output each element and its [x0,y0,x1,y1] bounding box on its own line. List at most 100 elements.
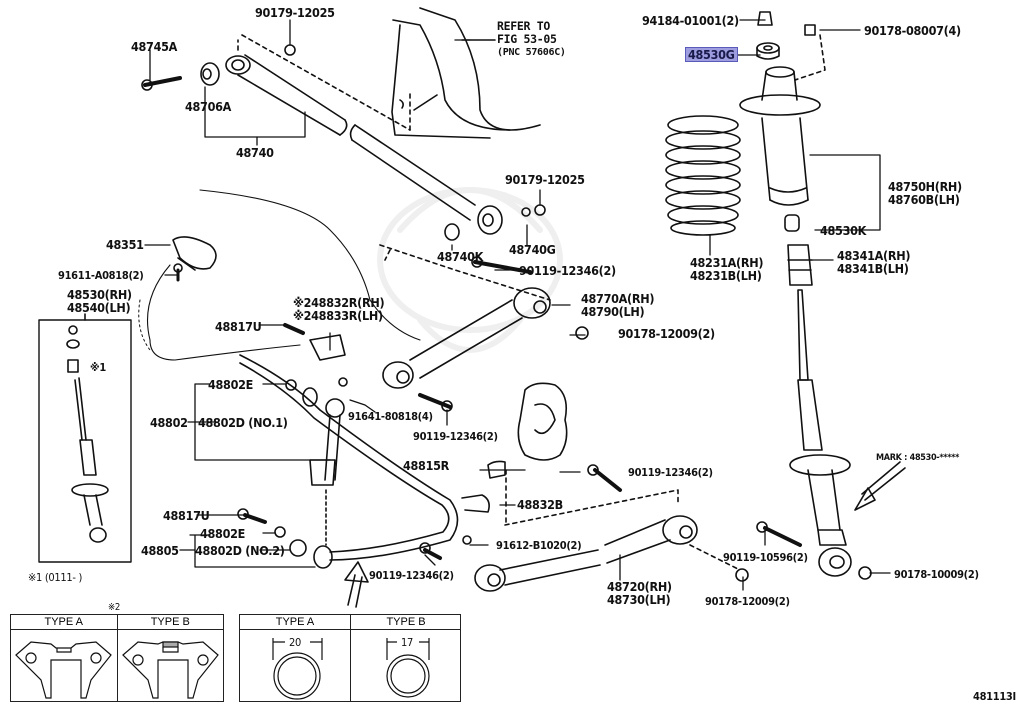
part-label-48833R: 48833R(LH) [311,308,383,323]
fender-bracket [391,7,541,139]
bracket-type-b: TYPE B [117,615,223,701]
bushing-type-a: TYPE A 20 [240,615,351,701]
reference-note[interactable]: REFER TO FIG 53-05 (PNC 57606C) [497,20,566,59]
part-label-48341A-48341B[interactable]: 48341A(RH) 48341B(LH) [837,249,910,275]
part-label-48760B: 48760B(LH) [888,192,960,207]
part-label-48231B: 48231B(LH) [690,268,762,283]
bushing-type-b-header: TYPE B [351,615,461,630]
lower-arm-48770A [379,244,589,412]
part-label-90178-10009[interactable]: 90178-10009(2) [894,568,979,581]
part-label-48817U-a[interactable]: 48817U [215,319,262,334]
part-label-48802D-no1: 48802D [198,415,245,430]
coil-spring [665,115,741,236]
part-label-90179-12025-a[interactable]: 90179-12025 [255,5,335,20]
bracket-48351 [172,236,217,282]
reference-note-line1: REFER TO [497,19,550,33]
part-label-48730: 48730(LH) [607,592,671,607]
part-label-48802D-no2-note: (NO.2) [245,543,285,558]
part-label-48802D-no2: 48802D [195,543,242,558]
part-label-48832R: 48832R(RH) [311,295,385,310]
body-outline [147,189,421,361]
reference-note-line3: (PNC 57606C) [497,47,566,58]
part-label-48802E-b[interactable]: 48802E [200,526,246,541]
part-label-90179-12025-b[interactable]: 90179-12025 [505,172,585,187]
leader-lines [144,19,891,591]
bracket-type-a-header: TYPE A [11,615,117,630]
part-label-48720-48730[interactable]: 48720(RH) 48730(LH) [607,580,672,606]
part-label-48231A-48231B[interactable]: 48231A(RH) 48231B(LH) [690,256,763,282]
part-label-90119-10596[interactable]: 90119-10596(2) [723,551,808,564]
part-label-91611-A0818[interactable]: 91611-A0818(2) [58,269,144,282]
watermark-logo [377,187,563,353]
bushing-type-b-dimension: 17 [401,636,413,649]
bushing-type-b-drawing [386,638,430,698]
part-label-48351[interactable]: 48351 [106,237,144,252]
part-label-48720: 48720(RH) [607,579,672,594]
part-label-48832B[interactable]: 48832B [517,497,563,512]
bracket-type-b-drawing [121,641,219,699]
part-label-91612-B1020[interactable]: 91612-B1020(2) [496,539,582,552]
part-label-90178-08007[interactable]: 90178-08007(4) [864,23,961,38]
part-label-48530K[interactable]: 48530K [820,223,867,238]
part-label-48530: 48530(RH) [67,287,132,302]
bushing-type-a-header: TYPE A [240,615,350,630]
mark-note: MARK : 48530-***** [876,453,960,463]
part-label-94184-01001[interactable]: 94184-01001(2) [642,13,739,28]
part-label-90119-12346-a[interactable]: 90119-12346(2) [519,263,616,278]
part-label-48815R[interactable]: 48815R [403,458,449,473]
part-label-90119-12346-d[interactable]: 90119-12346(2) [369,569,454,582]
mark-arrow [854,461,906,511]
bracket-type-b-header: TYPE B [117,615,223,630]
part-label-48341B: 48341B(LH) [837,261,909,276]
part-label-48750H: 48750H(RH) [888,179,962,194]
bushing-type-table: TYPE A 20 TYPE B 17 [239,614,461,702]
part-label-48802E-a[interactable]: 48802E [208,377,254,392]
part-label-48530-48540[interactable]: 48530(RH) 48540(LH) [67,288,132,314]
part-label-48802D-a[interactable]: 48802D (NO.1) [198,416,288,429]
part-label-48706A[interactable]: 48706A [185,99,232,114]
body-curve-dashed [138,299,151,351]
bracket-type-table: TYPE A TYPE B [10,614,224,702]
part-label-48802D-no1-note: (NO.1) [248,415,288,430]
bracket-type-a-drawing [15,641,112,699]
reference-note-line2: FIG 53-05 [497,32,557,46]
bushing-type-a-drawing [272,638,323,700]
bracket-table-mark: ※2 [108,602,120,613]
part-label-48540: 48540(LH) [67,300,131,315]
lower-arm-48720 [474,464,741,592]
part-label-90178-12009-a[interactable]: 90178-12009(2) [618,326,715,341]
part-label-48770A: 48770A(RH) [581,291,655,306]
part-label-48817U-b[interactable]: 48817U [163,508,210,523]
part-label-48802[interactable]: 48802 [150,415,188,430]
part-label-90119-12346-b[interactable]: 90119-12346(2) [413,430,498,443]
part-label-48802D-b[interactable]: 48802D (NO.2) [195,544,285,557]
part-label-48740G[interactable]: 48740G [509,242,556,257]
part-label-48832R-48833R[interactable]: ※248832R(RH) ※248833R(LH) [293,295,385,323]
part-label-48231A: 48231A(RH) [690,255,764,270]
bracket-type-a: TYPE A [11,615,118,701]
knuckle [517,382,568,461]
part-label-48740K[interactable]: 48740K [437,249,484,264]
bushing-type-a-dimension: 20 [289,636,301,649]
part-label-48750H-48760B[interactable]: 48750H(RH) 48760B(LH) [888,180,962,206]
type-mark-48833R: ※2 [293,308,312,323]
shock-box [38,313,132,563]
bushing-type-b: TYPE B 17 [351,615,461,701]
part-label-90119-12346-c[interactable]: 90119-12346(2) [628,466,713,479]
shock-box-note-mark: ※1 [90,361,106,374]
stabilizer-bar [237,323,506,569]
strut-assembly [735,11,872,582]
part-label-48770A-48790[interactable]: 48770A(RH) 48790(LH) [581,292,654,318]
part-label-91641-80818[interactable]: 91641-80818(4) [348,410,433,423]
type-mark-48832R: ※2 [293,295,312,310]
part-label-48805[interactable]: 48805 [141,543,179,558]
upper-arm-48740 [141,34,546,241]
part-label-48341A: 48341A(RH) [837,248,911,263]
part-label-90178-12009-b[interactable]: 90178-12009(2) [705,595,790,608]
up-arrow [344,561,369,608]
part-label-48530G-highlighted[interactable]: 48530G [685,47,738,62]
part-label-48740[interactable]: 48740 [236,145,274,160]
figure-code: 481113I [973,690,1016,703]
part-label-48745A[interactable]: 48745A [131,39,178,54]
